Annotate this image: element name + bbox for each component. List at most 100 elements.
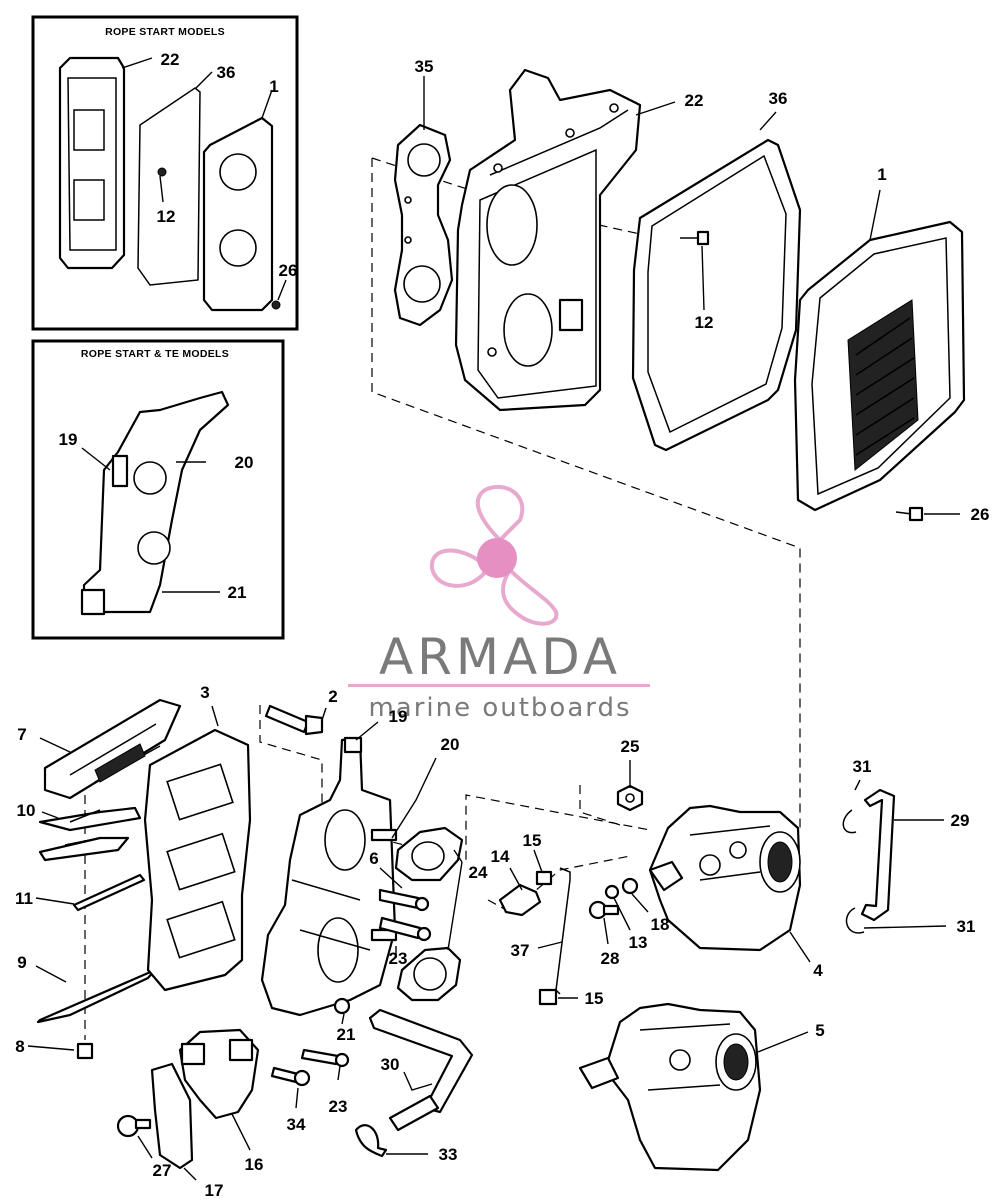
alignment-line-upper [371,158,801,830]
callout-18: 18 [651,915,670,934]
callout-8: 8 [15,1037,24,1056]
gasket-36 [631,138,802,452]
callout-inset-19: 19 [59,430,78,449]
screw-26 [895,506,924,522]
alignment-line-nut [579,785,621,826]
callout-3: 3 [200,683,209,702]
carburetor-4 [648,804,802,952]
inset-title-rope-start-te: ROPE START & TE MODELS [81,348,229,360]
hose-30 [368,1008,474,1132]
callout-26: 26 [971,505,990,524]
bolt-21 [333,997,351,1015]
callout-29: 29 [951,811,970,830]
callout-16: 16 [245,1155,264,1174]
bolt-23-lower [300,1048,350,1068]
callout-15-upper: 15 [523,831,542,850]
inset-housing [58,56,126,270]
hose-29 [860,788,896,922]
callout-13: 13 [629,933,648,952]
logo-tagline: marine outboards [368,693,631,723]
screw-8 [76,1042,94,1060]
callout-27: 27 [153,1161,172,1180]
reed-petals-10 [38,806,142,862]
callout-14: 14 [491,847,510,866]
link-rod-37 [555,867,571,995]
callout-inset-20: 20 [235,453,254,472]
bolt-6 [378,888,430,912]
callout-inset-1: 1 [269,77,278,96]
washer-13 [604,884,620,900]
callout-6: 6 [369,849,378,868]
callout-9: 9 [17,953,26,972]
callout-15-lower: 15 [585,989,604,1008]
inset-cover [202,116,274,312]
callout-2: 2 [328,687,337,706]
callout-28: 28 [601,949,620,968]
clip-31-upper [842,809,857,834]
callout-34: 34 [287,1115,306,1134]
callout-10: 10 [17,801,36,820]
callout-4: 4 [813,961,823,980]
inset-rope-start-te-models: ROPE START & TE MODELS 19 20 21 [31,339,285,640]
callout-35: 35 [415,57,434,76]
callout-12: 12 [695,313,714,332]
intake-manifold-19 [260,736,397,1017]
reed-plate-7 [43,698,182,800]
callout-5: 5 [815,1021,824,1040]
screw-15-lower [538,988,558,1006]
cover-1 [793,220,966,512]
screw-27 [116,1114,152,1138]
callout-inset-26: 26 [279,261,298,280]
armada-logo: ARMADA marine outboards [348,484,650,723]
callout-inset-12: 12 [157,207,176,226]
callout-37: 37 [511,941,530,960]
gasket-24-lower [396,946,462,1002]
callout-31-upper: 31 [853,757,872,776]
callout-inset-36: 36 [217,63,236,82]
callout-7: 7 [17,725,26,744]
bolt-34 [270,1066,311,1087]
callout-23-upper: 23 [389,949,408,968]
logo-wordmark: ARMADA [379,628,621,686]
carburetor-5 [578,1002,762,1172]
inset-title-rope-start: ROPE START MODELS [105,26,225,38]
propeller-icon [429,484,559,626]
linkage-14 [498,883,542,917]
callout-33: 33 [439,1145,458,1164]
callout-17: 17 [205,1181,224,1200]
alignment-line-linkage [487,855,631,913]
logo-rule [348,684,650,687]
callout-20: 20 [441,735,460,754]
clip-33 [354,1124,388,1158]
callout-19: 19 [389,707,408,726]
gasket-3 [143,728,252,992]
inset-rope-start-models: ROPE START MODELS 22 36 1 12 26 [31,15,299,331]
inset-intake-manifold [80,390,230,616]
callout-22: 22 [685,91,704,110]
inset-gasket [137,87,201,286]
callout-31-lower: 31 [957,917,976,936]
callout-36: 36 [769,89,788,108]
callout-30: 30 [381,1055,400,1074]
washer-18 [621,877,639,895]
exhaust-housing-22 [454,68,642,412]
bracket-16 [178,1028,260,1120]
callout-25: 25 [621,737,640,756]
plate-17 [150,1062,194,1170]
bolt-23-upper [378,916,432,942]
gasket-24-upper [394,826,464,882]
callout-11: 11 [15,889,33,908]
screw-12 [680,230,710,246]
reed-stop-11 [72,873,146,912]
clip-31-lower [845,907,865,934]
inset-screw-26 [271,300,281,310]
screw-28 [588,900,620,920]
screw-15-upper [535,870,553,886]
callout-21: 21 [337,1025,356,1044]
callout-23-lower: 23 [329,1097,348,1116]
callout-inset-22: 22 [161,50,180,69]
nut-25 [616,784,644,812]
callout-24: 24 [469,863,488,882]
inset-screw-12 [157,167,167,177]
